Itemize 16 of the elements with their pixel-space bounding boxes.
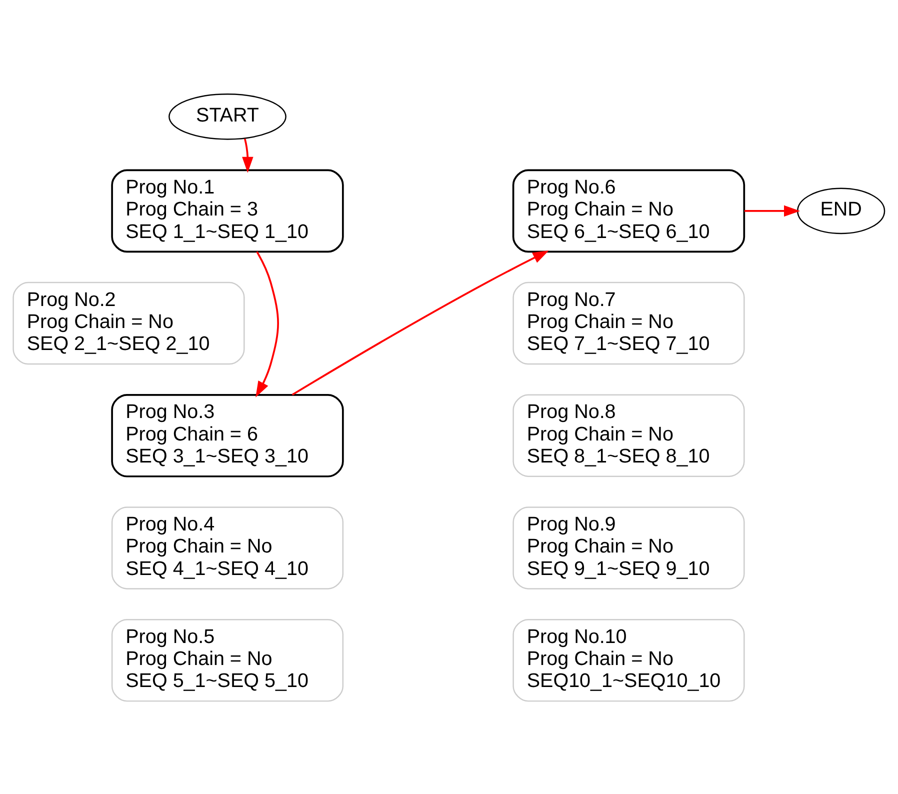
node-box: Prog No.10 Prog Chain = No SEQ10_1~SEQ10_10	[512, 618, 745, 702]
node-box: Prog No.8 Prog Chain = No SEQ 8_1~SEQ 8_10	[512, 394, 745, 476]
node-box: Prog No.6 Prog Chain = No SEQ 6_1~SEQ 6_10	[512, 168, 746, 252]
arrow	[256, 250, 279, 397]
node-ellipse: END	[796, 187, 886, 234]
node-box: Prog No.3 Prog Chain = 6 SEQ 3_1~SEQ 3_10	[111, 393, 344, 477]
arrow	[242, 138, 254, 172]
arrow	[744, 204, 800, 216]
node-box: Prog No.2 Prog Chain = No SEQ 2_1~SEQ 2_10	[12, 281, 245, 364]
node-box: Prog No.9 Prog Chain = No SEQ 9_1~SEQ 9_10	[512, 506, 745, 589]
node-box: Prog No.5 Prog Chain = No SEQ 5_1~SEQ 5_10	[111, 618, 344, 702]
node-ellipse: START	[168, 92, 286, 140]
arrow	[292, 250, 549, 396]
node-box: Prog No.7 Prog Chain = No SEQ 7_1~SEQ 7_10	[512, 281, 745, 364]
node-box: Prog No.1 Prog Chain = 3 SEQ 1_1~SEQ 1_10	[111, 168, 344, 252]
node-box: Prog No.4 Prog Chain = No SEQ 4_1~SEQ 4_10	[111, 506, 344, 589]
